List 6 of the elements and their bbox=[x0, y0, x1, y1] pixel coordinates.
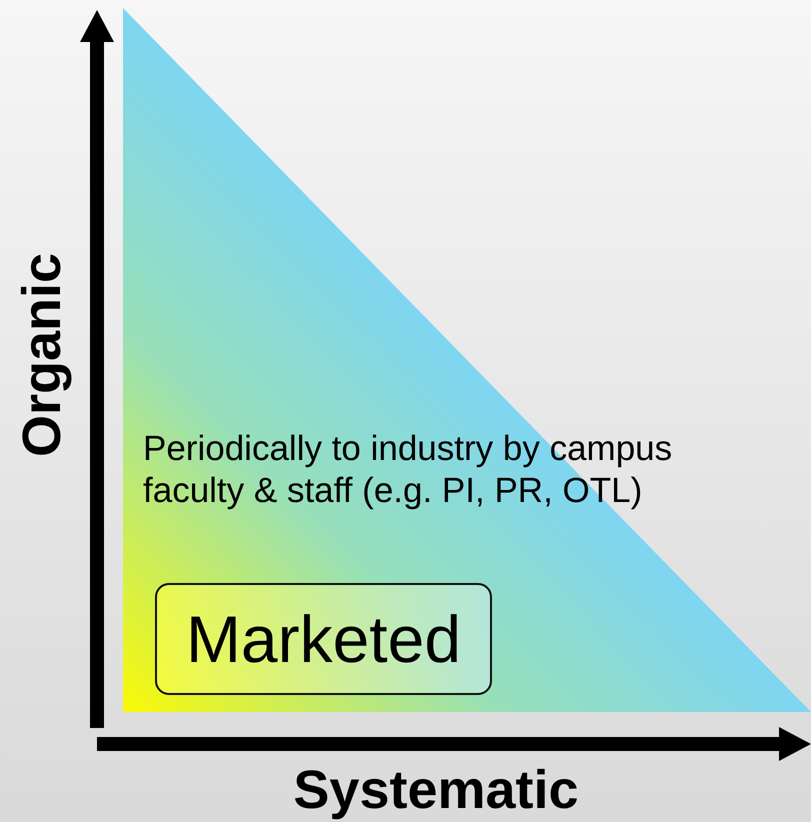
label-box bbox=[155, 583, 492, 695]
box-label: Marketed bbox=[186, 601, 462, 677]
description-text: Periodically to industry by campus faculty & staff (e.g. PI, PR, OTL) bbox=[143, 428, 674, 512]
axis-title: Organic bbox=[12, 252, 72, 458]
gradient-triangle bbox=[123, 8, 811, 712]
axis-title: Systematic bbox=[293, 760, 579, 820]
